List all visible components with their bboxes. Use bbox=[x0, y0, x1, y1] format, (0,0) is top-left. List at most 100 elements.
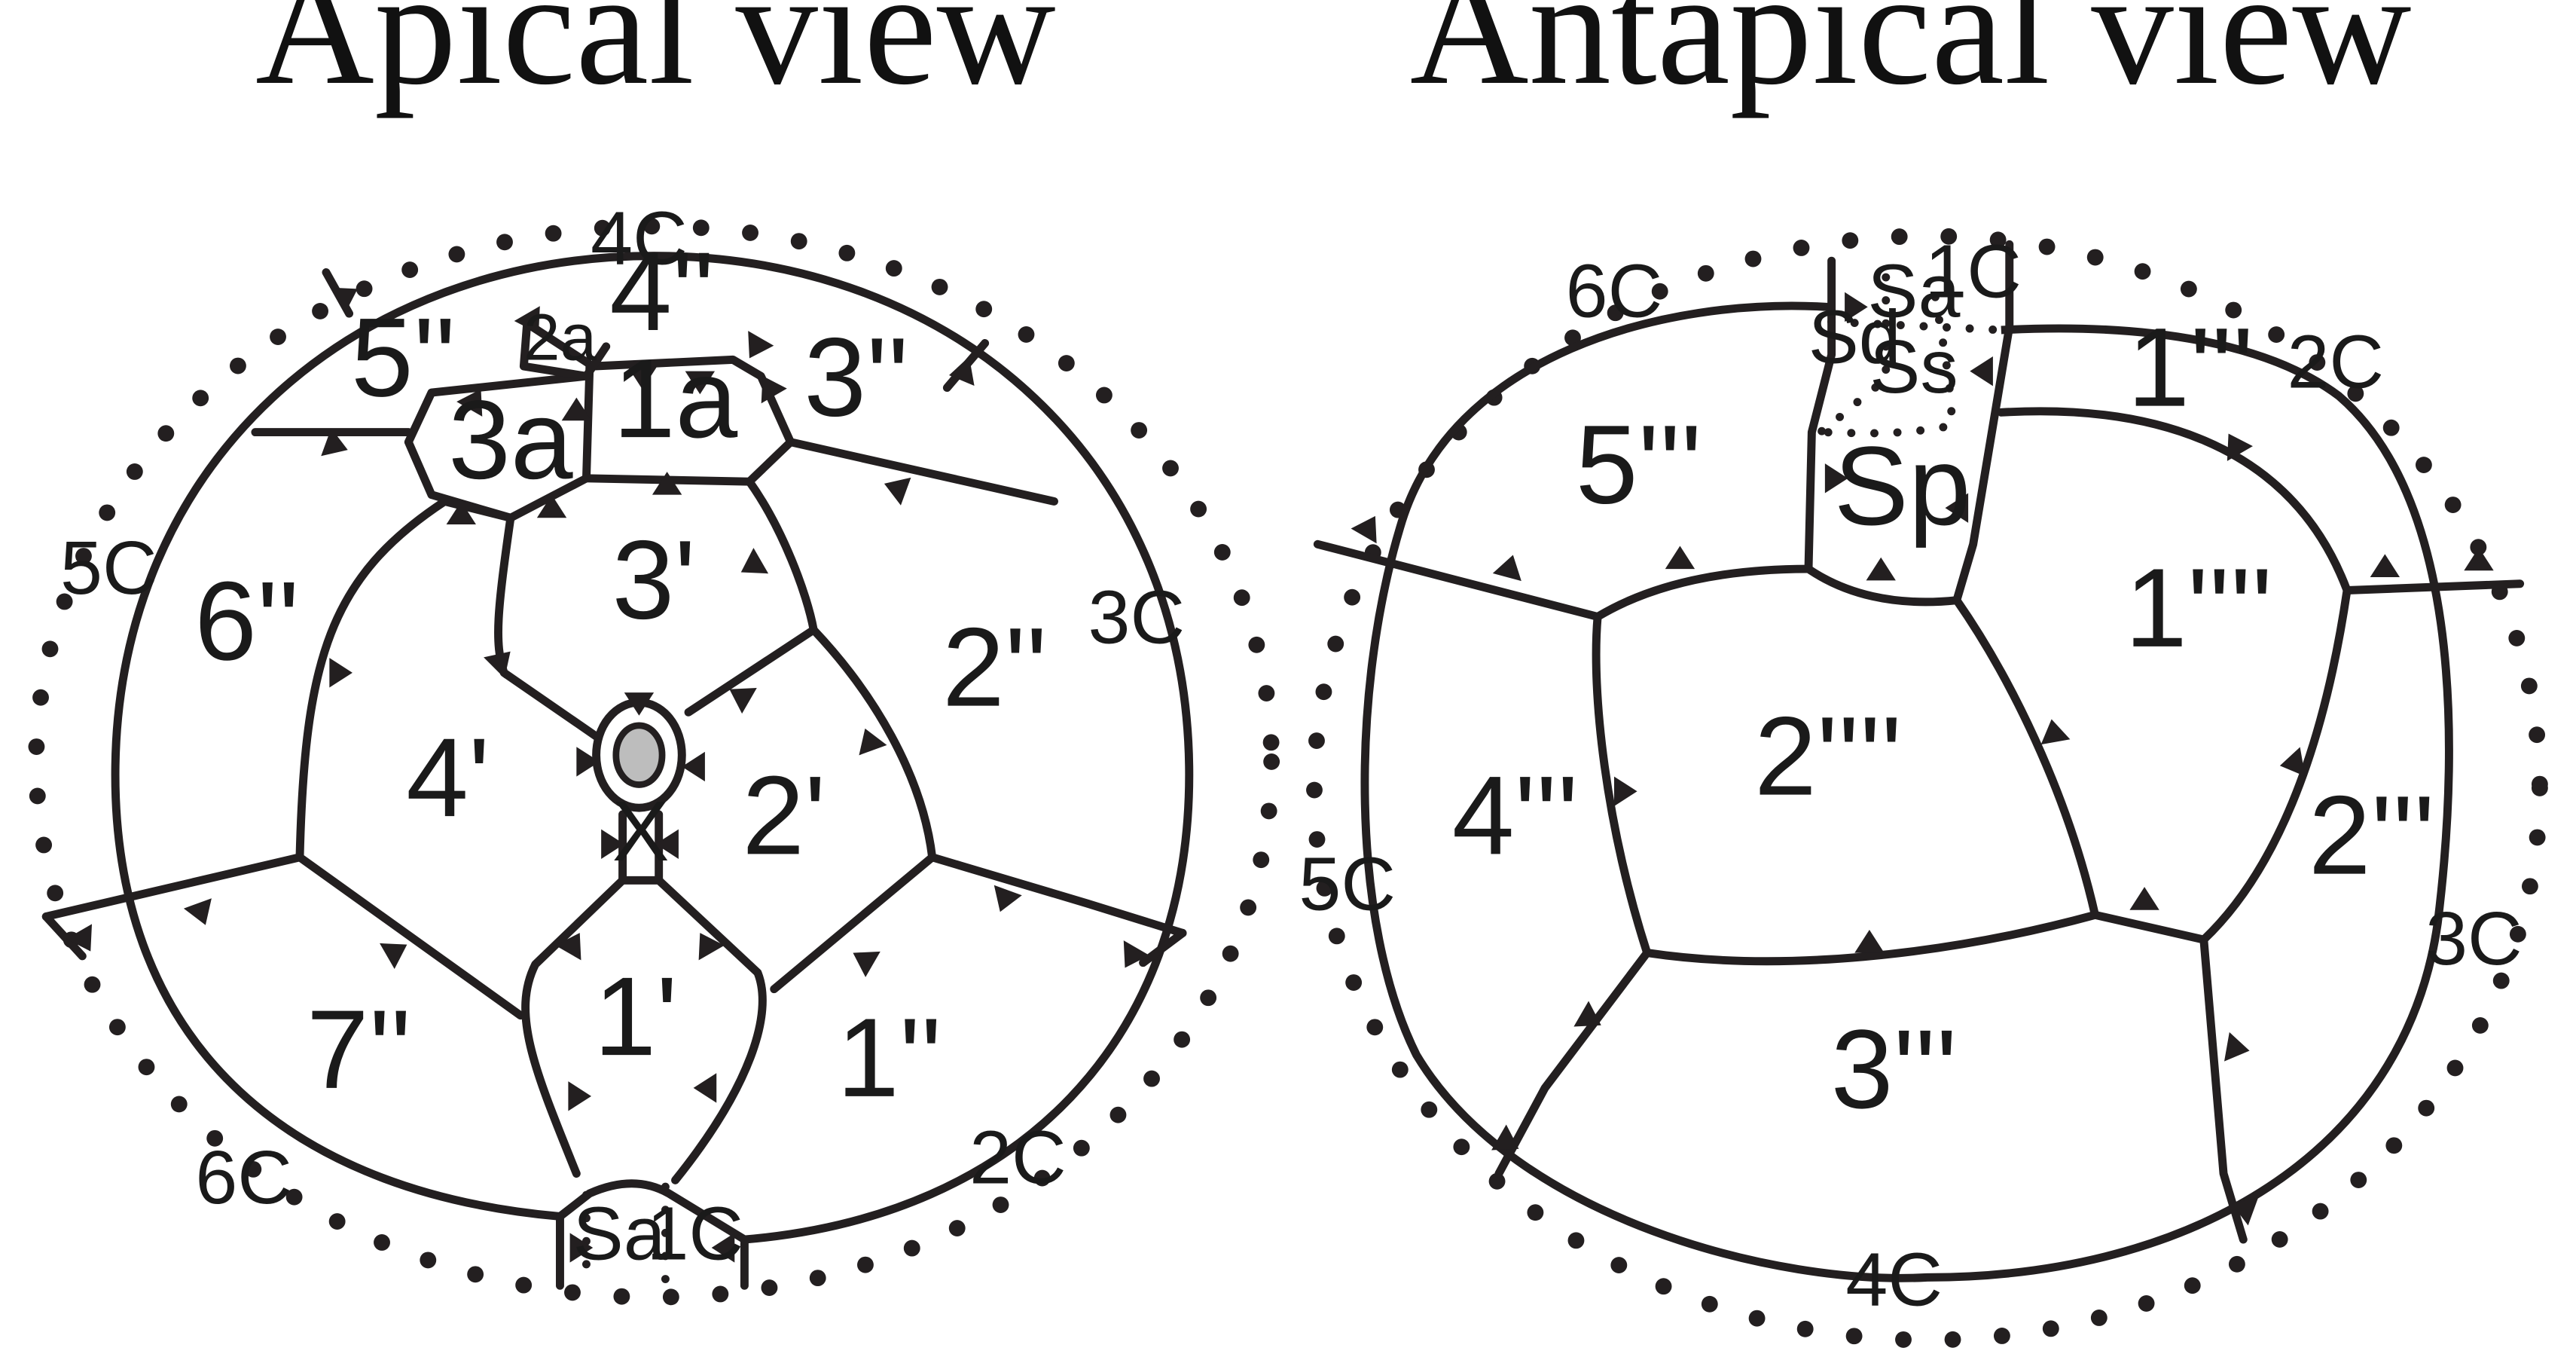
suture-2pp-1pp bbox=[928, 853, 1187, 937]
suture-4p-outer bbox=[295, 497, 525, 1020]
suture-5ppp-4ppp bbox=[1313, 539, 1602, 621]
sulcal-left-edge bbox=[1804, 256, 1836, 573]
suture-cingulum-right bbox=[2343, 579, 2525, 594]
plate-3a-label: 3a bbox=[448, 377, 573, 503]
plate-7pp-label: 7'' bbox=[307, 986, 411, 1112]
antapical-sd-label: Sd bbox=[1808, 295, 1901, 380]
overlap-arrow bbox=[2215, 426, 2253, 461]
overlap-arrow bbox=[1492, 551, 1528, 582]
overlap-arrow bbox=[568, 1081, 592, 1111]
overlap-arrow bbox=[1970, 356, 1993, 387]
overlap-arrow bbox=[329, 658, 353, 688]
suture-3pp-1a bbox=[523, 319, 795, 447]
suture-2pppp-top bbox=[1593, 564, 1813, 621]
apical-cingulum-dotted-outline bbox=[28, 218, 1280, 1306]
apical-sa-dotted bbox=[581, 1182, 670, 1290]
plate-5ppp-label: 5''' bbox=[1576, 402, 1702, 527]
plate-3ppp-label: 3''' bbox=[1831, 1006, 1958, 1132]
suture-2pp-3pp bbox=[786, 438, 1058, 506]
suture-3a-left bbox=[404, 371, 591, 522]
antapical-cingulum-1c: 1C bbox=[1924, 229, 2022, 313]
overlap-arrow bbox=[1112, 940, 1149, 976]
antapical-sa-label: Sa bbox=[1867, 249, 1960, 334]
apical-cingulum-1c: 1C bbox=[646, 1191, 743, 1276]
overlap-arrow bbox=[183, 898, 220, 931]
plate-1a-label: 1a bbox=[613, 335, 738, 461]
overlap-arrow bbox=[1665, 546, 1695, 570]
sulcal-right-edge bbox=[1952, 240, 2014, 605]
apical-view-title: Apical view bbox=[255, 0, 1056, 119]
suture-2p-outer bbox=[770, 625, 937, 994]
sp-bottom bbox=[1804, 564, 1961, 607]
sulcal-internal-dotted bbox=[1815, 273, 2006, 438]
plate-1p-label: 1' bbox=[594, 953, 678, 1079]
overlap-arrow bbox=[687, 925, 725, 961]
overlap-arrow bbox=[879, 469, 911, 506]
apical-sa-label: Sa bbox=[573, 1191, 666, 1276]
suture-2pppp-bottom bbox=[1643, 910, 2099, 966]
overlap-arrow bbox=[2464, 547, 2494, 571]
antapical-cingulum-5c: 5C bbox=[1299, 842, 1396, 927]
apical-cingulum-2c: 2C bbox=[969, 1116, 1067, 1200]
plate-sp-label: Sp bbox=[1834, 423, 1971, 549]
suture-6pp-7pp bbox=[41, 853, 304, 921]
plate-2ppp-label: 2''' bbox=[2309, 772, 2435, 898]
plate-3p-label: 3' bbox=[612, 517, 696, 643]
overlap-arrow bbox=[693, 1073, 717, 1103]
antapical-cingulum-2c: 2C bbox=[2287, 320, 2384, 405]
suture-x bbox=[618, 810, 664, 885]
overlap-arrow bbox=[986, 885, 1022, 917]
antapical-cingulum-4c: 4C bbox=[1845, 1238, 1943, 1322]
apical-cingulum-5c: 5C bbox=[60, 526, 157, 610]
antapical-view: 5''' Sp 1''' 1'''' 2'''' 4''' 2''' 3''' … bbox=[1299, 228, 2548, 1349]
antapical-ss-label: Ss bbox=[1869, 325, 1958, 409]
antapical-cingulum-dotted-outline bbox=[1306, 228, 2548, 1349]
overlap-arrow bbox=[2224, 1032, 2252, 1065]
apical-view: 5'' 4'' 2a 3'' 1a 3a 3' 6'' 2'' 4' 2' X … bbox=[28, 197, 1280, 1306]
plate-1pppp-label: 1'''' bbox=[2125, 545, 2272, 671]
suture-1p bbox=[521, 876, 767, 1184]
apical-cingulum-4c: 4C bbox=[591, 197, 688, 281]
overlap-arrow bbox=[2037, 717, 2071, 745]
suture-1ppp-1pppp bbox=[1997, 407, 2352, 594]
plate-3pp-label: 3'' bbox=[804, 314, 908, 440]
overlap-arrow bbox=[1351, 508, 1388, 544]
suture-3ppp-top-right bbox=[2091, 910, 2208, 944]
overlap-arrow bbox=[2370, 554, 2401, 578]
plate-2p-label: 2' bbox=[742, 752, 826, 878]
plate-4p-label: 4' bbox=[406, 714, 490, 840]
apical-epitheca-outline bbox=[111, 252, 1194, 1244]
overlap-arrow bbox=[2129, 887, 2159, 910]
overlap-arrow bbox=[845, 940, 881, 977]
overlap-arrow bbox=[1613, 776, 1637, 806]
plate-1pp-label: 1'' bbox=[837, 995, 942, 1120]
suture-2pppp-left bbox=[1592, 613, 1652, 958]
apical-pore bbox=[612, 722, 666, 788]
plate-x-label: X bbox=[612, 784, 670, 879]
plate-2a-label: 2a bbox=[523, 300, 597, 374]
apical-cingulum-3c: 3C bbox=[1088, 575, 1186, 659]
plate-1ppp-label: 1''' bbox=[2127, 304, 2254, 430]
plate-4ppp-label: 4''' bbox=[1452, 752, 1579, 878]
suture-3ppp-right bbox=[2199, 935, 2248, 1244]
suture-2pppp-right bbox=[1952, 596, 2099, 919]
plate-6pp-label: 6'' bbox=[194, 558, 299, 683]
plate-5pp-label: 5'' bbox=[351, 294, 456, 420]
apical-cingulum-6c: 6C bbox=[195, 1135, 292, 1220]
suture-1pppp-2ppp bbox=[2199, 586, 2352, 944]
antapical-cingulum-6c: 6C bbox=[1566, 249, 1663, 334]
overlap-arrow bbox=[733, 548, 769, 585]
antapical-view-title: Antapical view bbox=[1410, 0, 2412, 119]
plate-2pp-label: 2'' bbox=[942, 604, 1047, 730]
apical-sulcus-edges bbox=[556, 1212, 749, 1290]
suture-3ppp-left bbox=[1494, 949, 1652, 1178]
overlap-arrow bbox=[1854, 929, 1885, 953]
plate-4pp-label: 4'' bbox=[609, 228, 714, 354]
plate-2pppp-label: 2'''' bbox=[1754, 693, 1902, 819]
overlap-arrow bbox=[850, 723, 887, 756]
suture-2a bbox=[519, 319, 611, 381]
antapical-cingulum-3c: 3C bbox=[2425, 897, 2523, 981]
antapical-hypotheca-outline bbox=[1360, 301, 2453, 1282]
overlap-arrow bbox=[1866, 557, 1896, 581]
